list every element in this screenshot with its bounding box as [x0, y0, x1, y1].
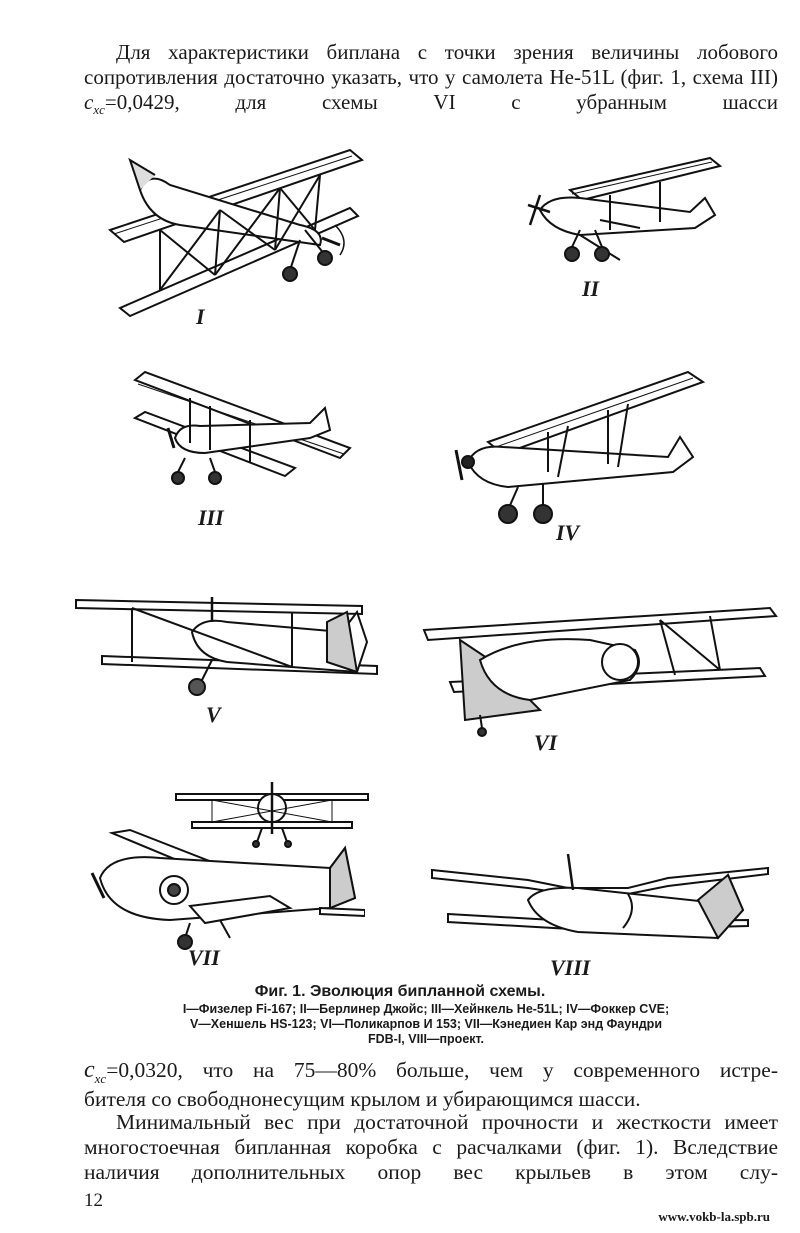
top-paragraph: Для характеристики биплана с точки зрени… [84, 40, 778, 122]
plane-v-drawing [72, 592, 387, 704]
cx-subscript: xc [93, 102, 105, 118]
label-i: I [196, 304, 205, 329]
bottom-line-1-text: =0,0320, что на 75—80% больше, чем у сов… [106, 1058, 778, 1082]
figure-caption-title: Фиг. 1. Эволюция бипланной схемы. [254, 983, 546, 1000]
cx-symbol: c [84, 90, 94, 114]
plane-ii-drawing [510, 150, 725, 270]
cx-symbol-bottom: c [84, 1057, 95, 1083]
label-ii: II [582, 276, 600, 301]
plane-iii-drawing [130, 368, 355, 493]
label-vi: VI [534, 730, 558, 755]
legend-line-2: V—Хеншель HS-123; VI—Поликарпов И 153; V… [189, 1017, 663, 1031]
plane-vii-drawing [90, 828, 365, 953]
plane-vi-drawing [420, 600, 780, 740]
figure-legend: I—Физелер Fi-167; II—Берлинер Джойс; III… [96, 1002, 756, 1047]
label-iv: IV [556, 520, 580, 545]
plane-i-drawing [100, 130, 370, 320]
drag-coefficient-top: cxc [84, 90, 105, 118]
bottom-paragraph-line-1: cxc=0,0320, что на 75—80% больше, чем у … [84, 1058, 778, 1091]
top-paragraph-tail: =0,0429, для схемы VI с убранным шасси [104, 90, 778, 114]
bottom-paragraph-line-2: бителя со свободнонесущим крылом и убира… [84, 1087, 641, 1111]
plane-vii-front-drawing [172, 778, 372, 848]
top-paragraph-text: Для характеристики биплана с точки зрени… [84, 40, 778, 89]
plane-iv-drawing [448, 362, 713, 527]
legend-line-3: FDB-I, VIII—проект. [367, 1032, 485, 1046]
website-watermark: www.vokb-la.spb.ru [658, 1209, 770, 1224]
label-iii: III [198, 505, 224, 530]
label-v: V [206, 702, 221, 727]
paragraph-2: Минимальный вес при достаточной прочност… [84, 1110, 778, 1184]
legend-line-1: I—Физелер Fi-167; II—Берлинер Джойс; III… [182, 1002, 670, 1016]
label-vii: VII [188, 945, 220, 970]
plane-viii-drawing [428, 850, 773, 950]
cx-subscript-bottom: xc [94, 1070, 107, 1086]
label-viii: VIII [550, 955, 591, 980]
page-number: 12 [84, 1190, 103, 1211]
drag-coefficient-bottom: cxc [84, 1057, 107, 1086]
